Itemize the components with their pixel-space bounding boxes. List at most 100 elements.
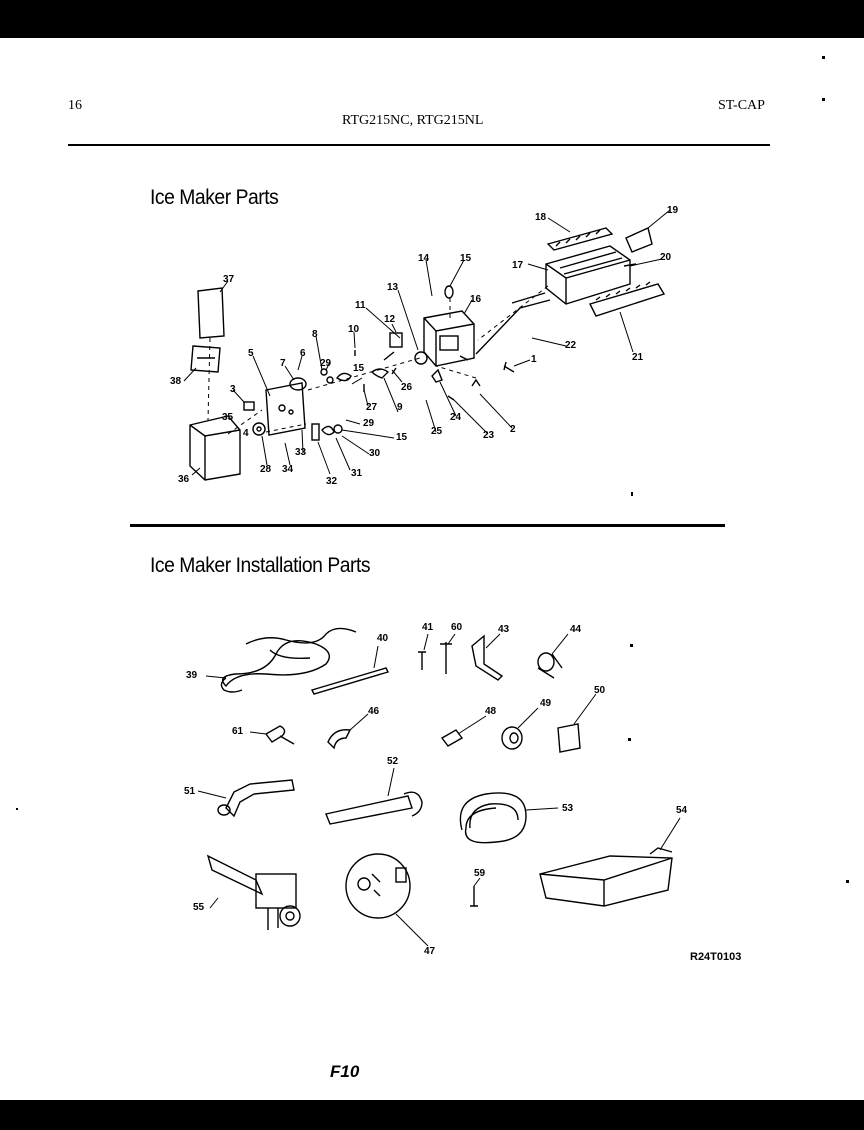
part-39-shape xyxy=(222,640,330,688)
callout-7: 7 xyxy=(280,358,286,369)
part-19-shape xyxy=(625,227,653,253)
part-28-shape xyxy=(252,422,266,436)
callout-32: 32 xyxy=(326,476,338,487)
callout-36: 36 xyxy=(178,474,190,485)
callout-1: 1 xyxy=(531,354,537,365)
part-51-shape xyxy=(225,779,295,818)
callout-18: 18 xyxy=(535,212,547,223)
part-47-shape xyxy=(345,853,411,919)
callout-47: 47 xyxy=(424,946,436,957)
callout-27: 27 xyxy=(366,402,378,413)
callout-12: 12 xyxy=(384,314,396,325)
callout-6: 6 xyxy=(300,348,306,359)
callout-28: 28 xyxy=(260,464,272,475)
callout-49: 49 xyxy=(540,698,552,709)
part-16-shape xyxy=(423,310,475,367)
scan-speck xyxy=(822,98,825,101)
scan-speck xyxy=(630,644,633,647)
part-46-shape xyxy=(327,729,352,750)
ice-maker-exploded-diagram xyxy=(183,209,681,947)
scan-speck xyxy=(822,56,825,59)
part-37-shape xyxy=(197,287,225,339)
footer-code: F10 xyxy=(330,1062,360,1081)
callout-34: 34 xyxy=(282,464,294,475)
scan-speck xyxy=(846,880,849,883)
callout-50: 50 xyxy=(594,685,606,696)
part-21-shape xyxy=(588,283,666,317)
callout-48: 48 xyxy=(485,706,497,717)
part-60-shape xyxy=(440,642,452,674)
part-49-shape xyxy=(501,726,523,750)
drawing-code: R24T0103 xyxy=(690,951,742,963)
callout-29: 29 xyxy=(320,358,332,369)
callout-15b: 15 xyxy=(353,363,365,374)
brand-code: ST-CAP xyxy=(718,98,765,113)
callout-15c: 15 xyxy=(396,432,408,443)
callout-41: 41 xyxy=(422,622,434,633)
callout-8: 8 xyxy=(312,329,318,340)
part-7-shape xyxy=(289,377,307,391)
callout-2: 2 xyxy=(510,424,516,435)
callout-10: 10 xyxy=(348,324,360,335)
callout-17: 17 xyxy=(512,260,524,271)
part-32-shape xyxy=(311,423,320,441)
callout-3: 3 xyxy=(230,384,236,395)
part-44-shape xyxy=(537,652,555,672)
part-50-shape xyxy=(557,723,581,753)
callout-15: 15 xyxy=(460,253,472,264)
part-54-shape xyxy=(539,855,673,907)
callout-11: 11 xyxy=(355,300,366,311)
callout-16: 16 xyxy=(470,294,482,305)
scan-speck xyxy=(628,738,631,741)
callout-54: 54 xyxy=(676,805,688,816)
part-38-shape xyxy=(190,345,221,373)
callout-22: 22 xyxy=(565,340,577,351)
callout-13: 13 xyxy=(387,282,399,293)
callout-40: 40 xyxy=(377,633,389,644)
callout-55: 55 xyxy=(193,902,205,913)
part-3-shape xyxy=(243,401,255,411)
part-53-shape xyxy=(459,792,527,844)
model-numbers: RTG215NC, RTG215NL xyxy=(342,113,484,128)
callout-24: 24 xyxy=(450,412,462,423)
callout-26: 26 xyxy=(401,382,413,393)
callout-23: 23 xyxy=(483,430,495,441)
callout-44: 44 xyxy=(570,624,582,635)
callout-52: 52 xyxy=(387,756,399,767)
callout-14: 14 xyxy=(418,253,430,264)
part-36-shape xyxy=(189,415,241,481)
callout-59: 59 xyxy=(474,868,486,879)
callout-30: 30 xyxy=(369,448,381,459)
callout-31: 31 xyxy=(351,468,363,479)
callout-37: 37 xyxy=(223,274,235,285)
part-48-shape xyxy=(440,729,464,747)
scan-speck xyxy=(16,808,18,810)
callout-53: 53 xyxy=(562,803,574,814)
part-12-shape xyxy=(389,332,403,348)
section-divider xyxy=(130,524,725,527)
part-55-shape xyxy=(206,854,264,896)
callout-4: 4 xyxy=(243,428,249,439)
page-number: 16 xyxy=(68,98,82,113)
part-40-shape xyxy=(311,667,389,695)
callout-21: 21 xyxy=(632,352,644,363)
part-22-shape xyxy=(475,299,551,355)
part-13-shape xyxy=(414,351,428,365)
callout-60: 60 xyxy=(451,622,463,633)
callout-20: 20 xyxy=(660,252,672,263)
callout-39: 39 xyxy=(186,670,198,681)
part-15-shape xyxy=(335,372,352,382)
part-59-shape xyxy=(470,886,478,907)
callout-38: 38 xyxy=(170,376,182,387)
scan-speck xyxy=(631,492,633,496)
part-61-shape xyxy=(264,725,286,743)
callout-9: 9 xyxy=(397,402,403,413)
callout-35: 35 xyxy=(222,412,234,423)
part-43-shape xyxy=(471,634,504,681)
part-18-shape xyxy=(546,227,614,251)
callout-5: 5 xyxy=(248,348,254,359)
callout-19: 19 xyxy=(667,205,679,216)
section-title-ice-maker-parts: Ice Maker Parts xyxy=(150,186,279,209)
callout-33: 33 xyxy=(295,447,307,458)
header-rule xyxy=(68,144,770,146)
